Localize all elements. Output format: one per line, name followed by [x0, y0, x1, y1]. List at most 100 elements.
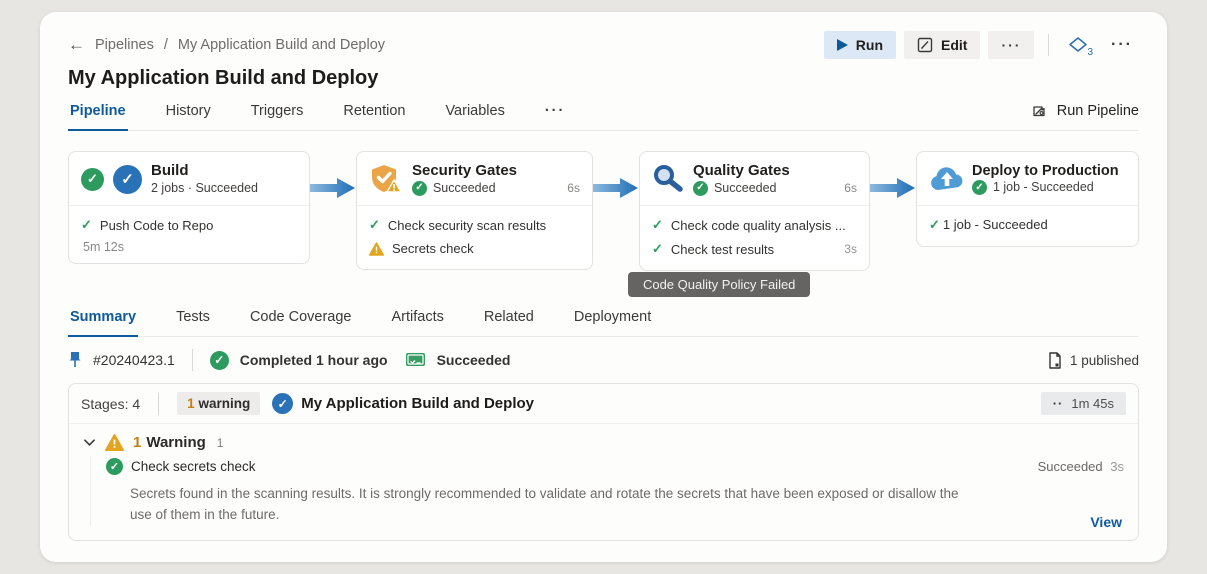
- warning-group-row[interactable]: 1 Warning 1: [83, 430, 1124, 456]
- tooltip-code-quality-policy: Code Quality Policy Failed: [627, 272, 811, 298]
- tab-retention[interactable]: Retention: [343, 103, 406, 119]
- run-number[interactable]: #20240423.1: [93, 352, 175, 368]
- run-button[interactable]: Run: [823, 31, 896, 59]
- stage-status: Succeeded: [713, 180, 777, 195]
- stage-subtitle: 1 job - Succeeded: [992, 180, 1094, 195]
- stage-check-row[interactable]: ✓ Check code quality analysis ...: [652, 213, 857, 237]
- clock-dots-icon: ··: [1052, 396, 1064, 411]
- completed-label: Completed 1 hour ago: [239, 352, 388, 368]
- completed-check-icon: ✓: [209, 350, 229, 370]
- chevron-down-icon[interactable]: [83, 436, 96, 449]
- warning-message: Secrets found in the scanning results. I…: [130, 486, 959, 522]
- tab-triggers[interactable]: Triggers: [250, 103, 304, 119]
- total-duration: 1m 45s: [1071, 396, 1114, 411]
- check-secrets-row[interactable]: ✓ Check secrets check Succeeded 3s: [106, 456, 1124, 477]
- job-label: Push Code to Repo: [99, 217, 214, 233]
- run-pipeline-label: Run Pipeline: [1056, 103, 1139, 119]
- stage-job-row[interactable]: ✓ 1 job - Succeeded: [929, 213, 1126, 237]
- check-status: Succeeded: [1037, 459, 1103, 474]
- stages-summary-header[interactable]: Stages: 4 1 warning ✓ My Application Bui…: [69, 384, 1138, 424]
- stage-check-row[interactable]: ✓ Check security scan results: [369, 213, 580, 237]
- stage-approved-check-icon: ✓: [81, 167, 104, 191]
- view-link[interactable]: View: [1090, 513, 1122, 530]
- stage-card-security-gates[interactable]: Security Gates ✓ Succeeded 6s ✓ Check se…: [355, 151, 593, 271]
- check-icon: ✓: [651, 241, 663, 257]
- stage-arrow-icon: [592, 178, 638, 198]
- check-name: Check secrets check: [131, 459, 256, 474]
- tab-related[interactable]: Related: [483, 309, 534, 325]
- check-duration: 3s: [1110, 459, 1124, 474]
- stage-card-deploy-production[interactable]: Deploy to Production ✓ 1 job - Succeeded…: [915, 151, 1140, 247]
- warning-badge: 1: [216, 435, 224, 450]
- stages-count-label: Stages: 4: [81, 395, 141, 412]
- succeeded-icon: ✓: [692, 181, 708, 197]
- console-succeeded-icon: [405, 352, 425, 366]
- check-label: Check security scan results: [387, 217, 547, 233]
- divider: [1048, 34, 1050, 56]
- check-duration: 3s: [844, 242, 857, 257]
- pin-icon: [69, 352, 81, 367]
- header-bar: ← Pipelines / My Application Build and D…: [68, 28, 1139, 62]
- warning-icon: [105, 434, 124, 451]
- divider: [158, 392, 160, 415]
- tab-variables[interactable]: Variables: [445, 103, 505, 119]
- stage-warning-row[interactable]: Secrets check: [368, 237, 580, 260]
- edit-button[interactable]: Edit: [904, 31, 981, 59]
- artifact-doc-icon: [1049, 351, 1061, 369]
- warning-label: Secrets check: [391, 241, 474, 257]
- warning-count-pill: 1 warning: [177, 392, 261, 415]
- tab-code-coverage[interactable]: Code Coverage: [249, 309, 352, 325]
- stage-title: Security Gates: [411, 162, 518, 179]
- warning-section: 1 Warning 1 ✓ Check secrets check Succee…: [69, 424, 1138, 540]
- more-actions-button[interactable]: ···: [988, 31, 1035, 59]
- succeeded-icon: ✓: [411, 181, 427, 197]
- pipeline-stages-strip: ✓ ✓ Build 2 jobs · Succeeded ✓ Push Code…: [68, 151, 1140, 298]
- stage-title: Build: [151, 162, 189, 179]
- tab-pipeline[interactable]: Pipeline: [68, 99, 128, 131]
- tag-count: 3: [1087, 47, 1094, 58]
- back-arrow-icon[interactable]: ←: [68, 35, 85, 54]
- published-artifacts[interactable]: 1 published: [1047, 351, 1139, 369]
- stages-summary-panel: Stages: 4 1 warning ✓ My Application Bui…: [68, 383, 1139, 541]
- magnifier-icon: [653, 165, 683, 192]
- run-button-label: Run: [855, 37, 883, 53]
- stage-check-row[interactable]: ✓ Check test results 3s: [652, 237, 857, 261]
- breadcrumb-current: My Application Build and Deploy: [177, 37, 386, 53]
- check-icon: ✓: [81, 217, 92, 233]
- run-pipeline-button[interactable]: Run Pipeline: [1030, 102, 1139, 130]
- tab-history[interactable]: History: [165, 103, 211, 119]
- check-label: Check code quality analysis ...: [670, 217, 846, 233]
- stage-card-build[interactable]: ✓ ✓ Build 2 jobs · Succeeded ✓ Push Code…: [68, 151, 310, 265]
- tab-summary[interactable]: Summary: [68, 305, 139, 337]
- stage-duration: 5m 12s: [83, 240, 124, 255]
- stage-job-row[interactable]: ✓ Push Code to Repo: [81, 213, 297, 237]
- stage-subtitle: 2 jobs · Succeeded: [151, 180, 259, 195]
- ellipsis-icon: ···: [1001, 37, 1022, 53]
- tab-bar: Pipeline History Triggers Retention Vari…: [68, 99, 1139, 131]
- breadcrumb-pipelines[interactable]: Pipelines: [95, 37, 154, 53]
- tab-deployment[interactable]: Deployment: [573, 309, 652, 325]
- check-icon: ✓: [651, 217, 663, 233]
- header-actions: Run Edit ··· 3 ···: [823, 31, 1139, 59]
- overflow-menu-button[interactable]: ···: [1111, 36, 1133, 53]
- stage-succeeded-check-icon: ✓: [113, 164, 142, 194]
- shield-warning-icon: [371, 165, 403, 193]
- warning-label: Warning: [146, 434, 206, 451]
- stage-title: Quality Gates: [692, 162, 790, 179]
- job-label: 1 job - Succeeded: [942, 217, 1048, 233]
- stage-card-quality-gates[interactable]: Quality Gates ✓ Succeeded 6s ✓ Check cod…: [627, 151, 870, 298]
- pipeline-name-row: ✓ My Application Build and Deploy: [272, 393, 534, 414]
- check-label: Check test results: [670, 241, 775, 257]
- play-icon: [836, 39, 848, 51]
- tab-tests[interactable]: Tests: [176, 309, 210, 325]
- tab-artifacts[interactable]: Artifacts: [391, 309, 444, 325]
- succeeded-icon: ✓: [971, 180, 987, 196]
- divider: [191, 349, 193, 371]
- stage-arrow-icon: [869, 178, 915, 198]
- tab-more[interactable]: ···: [544, 103, 566, 119]
- breadcrumb: ← Pipelines / My Application Build and D…: [68, 35, 385, 55]
- succeeded-icon: ✓: [106, 458, 123, 475]
- tags-button[interactable]: 3: [1063, 35, 1097, 58]
- result-tab-bar: Summary Tests Code Coverage Artifacts Re…: [68, 305, 1139, 337]
- page-title: My Application Build and Deploy: [68, 67, 379, 89]
